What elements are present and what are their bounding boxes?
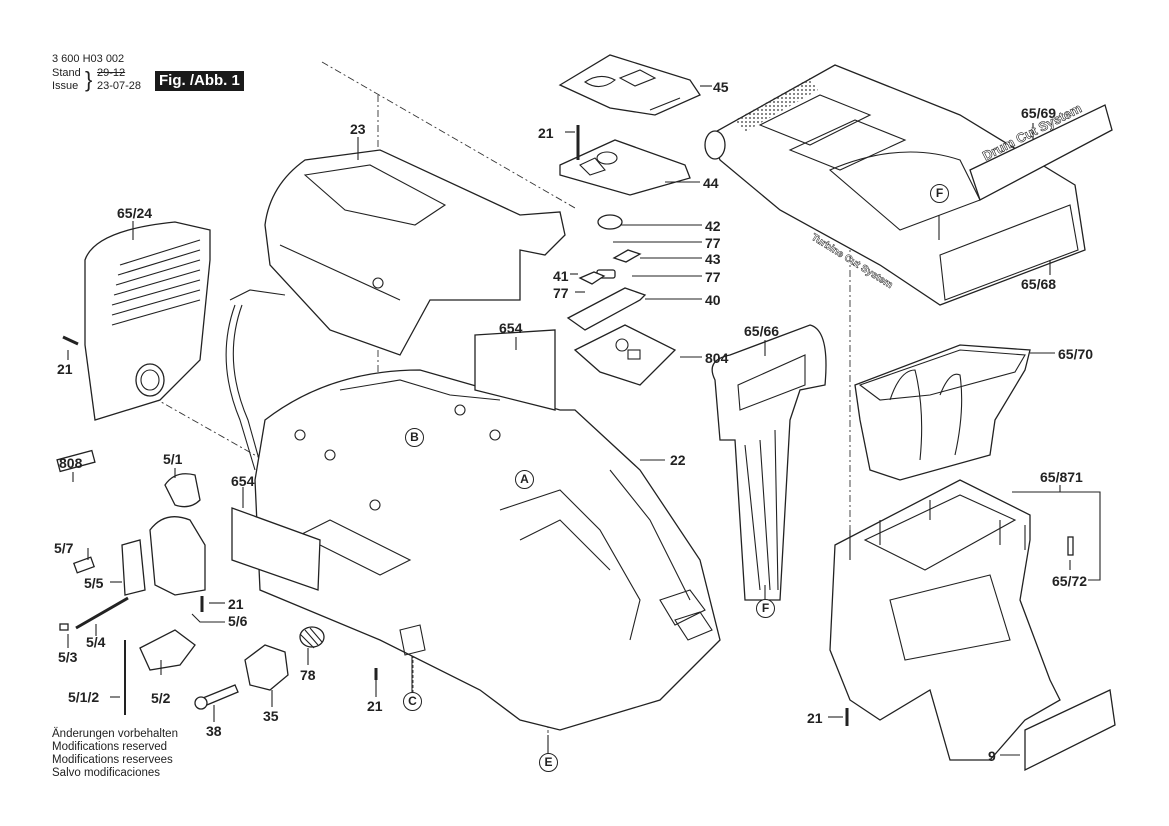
part-65-66-chute — [711, 324, 827, 601]
part-label-5-5[interactable]: 5/5 — [84, 575, 104, 591]
leader-lines — [67, 85, 1101, 756]
part-label-21[interactable]: 21 — [367, 698, 383, 714]
part-label-804[interactable]: 804 — [705, 350, 729, 366]
stand-label: Stand — [52, 67, 81, 79]
part-label-45[interactable]: 45 — [713, 79, 729, 95]
part-label-5-3[interactable]: 5/3 — [58, 649, 78, 665]
part-5-2-bracket — [139, 629, 196, 671]
part-label-5-4[interactable]: 5/4 — [86, 634, 106, 650]
part-43-button — [612, 249, 642, 263]
part-label-21[interactable]: 21 — [807, 710, 823, 726]
reference-marker-f-hood: F — [930, 184, 949, 203]
part-label-65-66[interactable]: 65/66 — [744, 323, 780, 339]
part-78-spring — [299, 626, 325, 648]
part-65-69-drum-label — [969, 104, 1113, 201]
part-9-label — [1024, 689, 1116, 772]
part-65-70-insert — [854, 344, 1031, 481]
part-label-21[interactable]: 21 — [228, 596, 244, 612]
part-label-65-69[interactable]: 65/69 — [1021, 105, 1057, 121]
reference-marker-f-chute: F — [756, 599, 775, 618]
part-label-65-72[interactable]: 65/72 — [1052, 573, 1088, 589]
issue-date: 23-07-28 — [97, 80, 142, 92]
part-5-7-clip — [72, 556, 96, 574]
part-5-4-rod — [75, 596, 129, 630]
part-label-654[interactable]: 654 — [231, 473, 255, 489]
part-label-43[interactable]: 43 — [705, 251, 721, 267]
part-65-72-pin — [1067, 536, 1074, 556]
part-label-77[interactable]: 77 — [705, 269, 721, 285]
part-label-40[interactable]: 40 — [705, 292, 721, 308]
part-65-24-side-cover — [84, 221, 211, 421]
part-808-label — [56, 449, 96, 473]
reference-marker-e: E — [539, 753, 558, 772]
document-number: 3 600 H03 002 — [52, 53, 125, 65]
part-label-5-1-2[interactable]: 5/1/2 — [68, 689, 100, 705]
part-label-5-2[interactable]: 5/2 — [151, 690, 171, 706]
note-french: Modifications reservees — [52, 754, 173, 766]
part-label-21[interactable]: 21 — [57, 361, 73, 377]
part-65-68-hood — [704, 64, 1086, 306]
part-label-23[interactable]: 23 — [350, 121, 366, 137]
note-spanish: Salvo modificaciones — [52, 767, 161, 779]
part-label-77[interactable]: 77 — [553, 285, 569, 301]
part-22-main-housing — [254, 369, 721, 731]
part-23-upper-housing — [264, 149, 566, 356]
part-label-654[interactable]: 654 — [499, 320, 523, 336]
part-label-41[interactable]: 41 — [553, 268, 569, 284]
part-label-78[interactable]: 78 — [300, 667, 316, 683]
part-40-switch-carrier — [566, 269, 647, 331]
part-35-knob — [244, 644, 289, 691]
part-label-21[interactable]: 21 — [538, 125, 554, 141]
old-date: 29-12 — [97, 67, 126, 79]
part-42-button — [597, 214, 623, 230]
part-label-65-68[interactable]: 65/68 — [1021, 276, 1057, 292]
part-label-44[interactable]: 44 — [703, 175, 719, 191]
part-label-38[interactable]: 38 — [206, 723, 222, 739]
part-654-label-upper — [474, 329, 556, 411]
part-label-5-7[interactable]: 5/7 — [54, 540, 74, 556]
part-654-label-lower — [231, 507, 321, 591]
part-65-871-hopper-base — [829, 479, 1061, 761]
part-label-22[interactable]: 22 — [670, 452, 686, 468]
part-44-plate — [559, 139, 691, 196]
part-label-77[interactable]: 77 — [705, 235, 721, 251]
part-label-5-6[interactable]: 5/6 — [228, 613, 248, 629]
part-label-65-871[interactable]: 65/871 — [1040, 469, 1083, 485]
part-label-65-24[interactable]: 65/24 — [117, 205, 153, 221]
part-41-button — [578, 271, 606, 285]
figure-label: Fig. /Abb. 1 — [155, 71, 244, 91]
part-5-1-plug — [164, 473, 201, 508]
part-label-65-70[interactable]: 65/70 — [1058, 346, 1094, 362]
part-5-5-housing — [121, 516, 206, 596]
part-label-42[interactable]: 42 — [705, 218, 721, 234]
part-label-35[interactable]: 35 — [263, 708, 279, 724]
note-german: Änderungen vorbehalten — [52, 728, 178, 740]
reference-marker-b: B — [405, 428, 424, 447]
part-label-9[interactable]: 9 — [988, 748, 996, 764]
part-804-circuit-board — [573, 324, 677, 386]
part-45-top-plate — [558, 54, 701, 116]
issue-label: Issue — [52, 80, 79, 92]
note-english: Modifications reserved — [52, 741, 168, 753]
modification-notes: Änderungen vorbehalten Modifications res… — [52, 728, 178, 780]
reference-marker-a: A — [515, 470, 534, 489]
part-label-5-1[interactable]: 5/1 — [163, 451, 183, 467]
brace-icon: } — [85, 67, 93, 92]
part-label-808[interactable]: 808 — [59, 455, 83, 471]
reference-marker-c: C — [403, 692, 422, 711]
